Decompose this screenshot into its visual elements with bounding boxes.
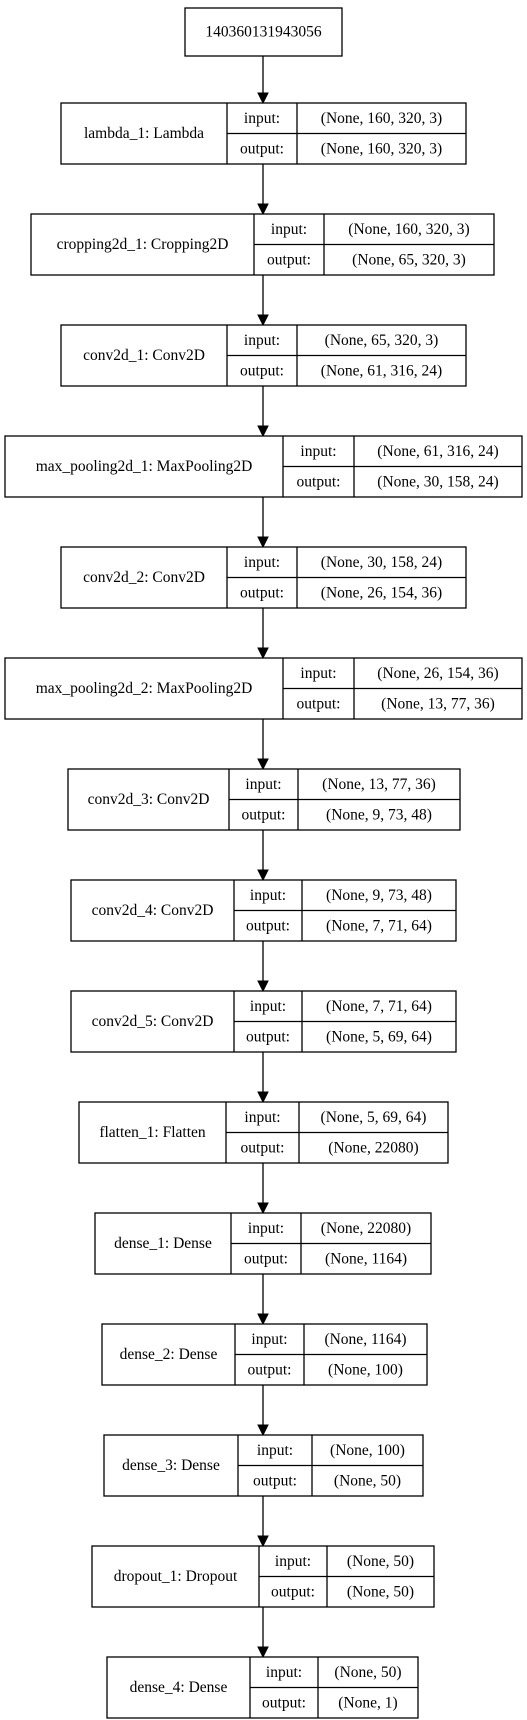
edge-arrowhead xyxy=(257,1535,269,1548)
edge-arrowhead xyxy=(257,1091,269,1104)
edge-arrowhead xyxy=(257,647,269,660)
output-port-label: output: xyxy=(241,1139,285,1156)
input-port-label: input: xyxy=(275,1553,311,1570)
output-shape: (None, 22080) xyxy=(328,1139,418,1156)
input-shape: (None, 5, 69, 64) xyxy=(321,1109,427,1126)
layer-name: dense_4: Dense xyxy=(130,1679,228,1696)
input-shape: (None, 22080) xyxy=(321,1220,411,1237)
output-shape: (None, 61, 316, 24) xyxy=(321,362,442,379)
root-node-label: 140360131943056 xyxy=(205,24,322,41)
input-port-label: input: xyxy=(248,1220,284,1237)
edge-arrowhead xyxy=(257,92,269,105)
edge-arrowhead xyxy=(257,203,269,216)
input-shape: (None, 7, 71, 64) xyxy=(326,998,432,1015)
input-port-label: input: xyxy=(250,887,286,904)
output-port-label: output: xyxy=(297,473,341,490)
output-port-label: output: xyxy=(240,140,284,157)
output-port-label: output: xyxy=(253,1472,297,1489)
layer-name: cropping2d_1: Cropping2D xyxy=(57,236,229,253)
input-shape: (None, 61, 316, 24) xyxy=(377,443,498,460)
edge-arrowhead xyxy=(257,869,269,882)
output-port-label: output: xyxy=(244,1250,288,1267)
input-port-label: input: xyxy=(245,776,281,793)
input-shape: (None, 9, 73, 48) xyxy=(326,887,432,904)
output-shape: (None, 65, 320, 3) xyxy=(352,251,466,268)
input-port-label: input: xyxy=(257,1442,293,1459)
layer-name: conv2d_2: Conv2D xyxy=(83,569,205,586)
edge-arrowhead xyxy=(257,1646,269,1659)
output-port-label: output: xyxy=(242,806,286,823)
layer-name: lambda_1: Lambda xyxy=(84,125,204,142)
layer-name: dense_3: Dense xyxy=(122,1457,220,1474)
output-shape: (None, 160, 320, 3) xyxy=(321,140,442,157)
edge-arrowhead xyxy=(257,758,269,771)
input-shape: (None, 160, 320, 3) xyxy=(348,221,469,238)
output-shape: (None, 30, 158, 24) xyxy=(377,473,498,490)
layer-name: dropout_1: Dropout xyxy=(114,1568,238,1585)
edge-arrowhead xyxy=(257,1424,269,1437)
output-port-label: output: xyxy=(271,1583,315,1600)
output-shape: (None, 50) xyxy=(334,1472,401,1489)
output-port-label: output: xyxy=(240,362,284,379)
input-port-label: input: xyxy=(300,665,336,682)
input-port-label: input: xyxy=(266,1664,302,1681)
edge-arrowhead xyxy=(257,1202,269,1215)
input-port-label: input: xyxy=(244,554,280,571)
layer-name: dense_2: Dense xyxy=(120,1346,218,1363)
output-shape: (None, 50) xyxy=(347,1583,414,1600)
input-port-label: input: xyxy=(244,110,280,127)
output-port-label: output: xyxy=(297,695,341,712)
edge-arrowhead xyxy=(257,536,269,549)
input-port-label: input: xyxy=(244,1109,280,1126)
output-shape: (None, 13, 77, 36) xyxy=(381,695,495,712)
edge-arrowhead xyxy=(257,425,269,438)
edge-arrowhead xyxy=(257,1313,269,1326)
input-port-label: input: xyxy=(300,443,336,460)
root-node xyxy=(184,7,343,57)
layer-name: max_pooling2d_1: MaxPooling2D xyxy=(36,458,253,475)
layer-name: dense_1: Dense xyxy=(114,1235,212,1252)
input-shape: (None, 160, 320, 3) xyxy=(321,110,442,127)
input-port-label: input: xyxy=(271,221,307,238)
input-shape: (None, 26, 154, 36) xyxy=(377,665,498,682)
output-shape: (None, 5, 69, 64) xyxy=(326,1028,432,1045)
output-port-label: output: xyxy=(246,917,290,934)
input-shape: (None, 1164) xyxy=(324,1331,406,1348)
output-port-label: output: xyxy=(246,1028,290,1045)
layer-name: flatten_1: Flatten xyxy=(99,1124,206,1141)
output-port-label: output: xyxy=(262,1694,306,1711)
output-shape: (None, 7, 71, 64) xyxy=(326,917,432,934)
layer-name: conv2d_5: Conv2D xyxy=(92,1013,214,1030)
edge-arrowhead xyxy=(257,314,269,327)
input-port-label: input: xyxy=(244,332,280,349)
input-port-label: input: xyxy=(250,998,286,1015)
edge-arrowhead xyxy=(257,980,269,993)
output-port-label: output: xyxy=(240,584,284,601)
input-shape: (None, 50) xyxy=(347,1553,414,1570)
input-shape: (None, 30, 158, 24) xyxy=(321,554,442,571)
output-shape: (None, 1164) xyxy=(325,1250,407,1267)
layer-name: conv2d_1: Conv2D xyxy=(83,347,205,364)
input-shape: (None, 50) xyxy=(334,1664,401,1681)
layer-name: conv2d_3: Conv2D xyxy=(88,791,210,808)
input-shape: (None, 65, 320, 3) xyxy=(325,332,439,349)
output-shape: (None, 1) xyxy=(338,1694,397,1711)
output-shape: (None, 26, 154, 36) xyxy=(321,584,442,601)
output-shape: (None, 100) xyxy=(328,1361,403,1378)
output-shape: (None, 9, 73, 48) xyxy=(326,806,432,823)
input-shape: (None, 100) xyxy=(330,1442,405,1459)
layer-name: conv2d_4: Conv2D xyxy=(92,902,214,919)
input-shape: (None, 13, 77, 36) xyxy=(322,776,436,793)
output-port-label: output: xyxy=(267,251,311,268)
output-port-label: output: xyxy=(248,1361,292,1378)
input-port-label: input: xyxy=(251,1331,287,1348)
layer-name: max_pooling2d_2: MaxPooling2D xyxy=(36,680,253,697)
